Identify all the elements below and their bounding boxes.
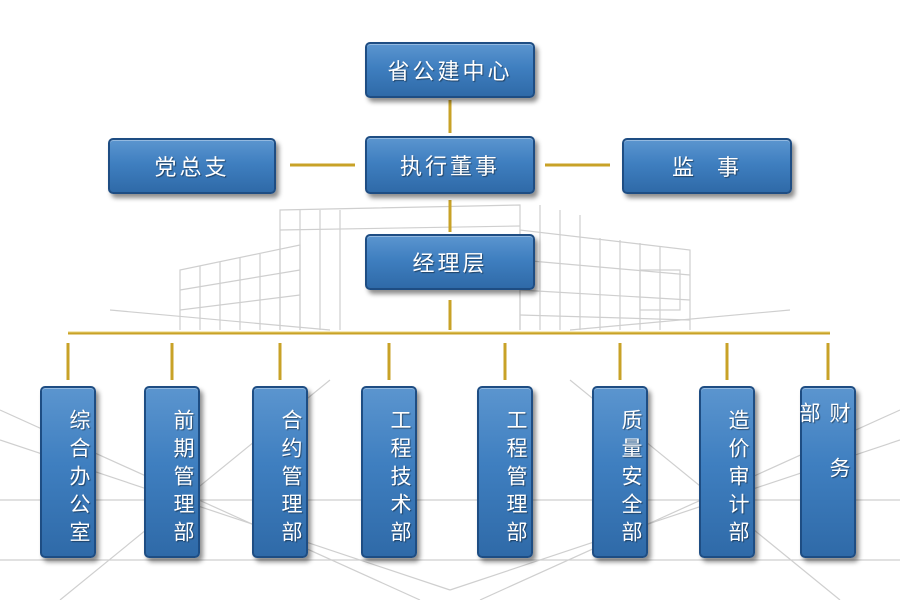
node-top-label: 省公建中心 [387,60,513,85]
node-supervisor-label: 监 事 [672,156,742,181]
node-party-branch: 党总支 [108,138,276,194]
dept-contract: 合约管理部 [252,386,308,558]
dept-label: 合约管理部 [279,409,303,549]
dept-cost-audit: 造价审计部 [699,386,755,558]
dept-label: 综合办公室 [67,409,91,549]
dept-finance: 财务部 [797,386,856,558]
dept-preliminary: 前期管理部 [144,386,200,558]
dept-quality-safety: 质量安全部 [592,386,648,558]
dept-engineering-mgmt: 工程管理部 [477,386,533,558]
node-top-center: 省公建中心 [365,42,535,98]
dept-general-office: 综合办公室 [40,386,96,558]
dept-label: 工程管理部 [504,409,528,549]
node-executive-label: 执行董事 [399,155,500,180]
dept-label: 造价审计部 [726,409,750,549]
node-party-label: 党总支 [154,156,230,181]
node-executive-director: 执行董事 [365,136,535,194]
dept-label: 财务部 [797,402,851,512]
node-management-label: 经理层 [412,252,488,277]
node-management: 经理层 [365,234,535,290]
dept-label: 工程技术部 [388,409,412,549]
dept-label: 质量安全部 [619,409,643,549]
dept-engineering-tech: 工程技术部 [361,386,417,558]
dept-label: 前期管理部 [171,409,195,549]
node-supervisor: 监 事 [622,138,792,194]
